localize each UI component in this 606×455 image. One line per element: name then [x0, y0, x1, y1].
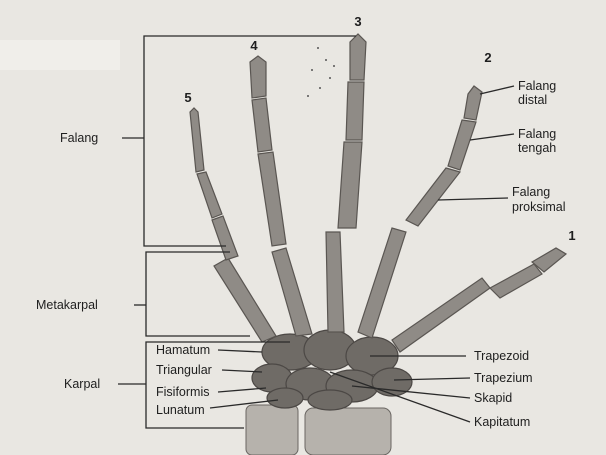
- background-smudge: [0, 40, 120, 70]
- kapitatum-label: Kapitatum: [474, 415, 530, 429]
- trapezium-label: Trapezium: [474, 371, 533, 385]
- trapezoid-label: Trapezoid: [474, 349, 529, 363]
- finger-number-5: 5: [184, 90, 191, 105]
- finger-number-3: 3: [354, 14, 361, 29]
- falang-distal-label-line1: Falang: [518, 79, 556, 93]
- triangular-label: Triangular: [156, 363, 212, 377]
- falang-tengah-label-line1: Falang: [518, 127, 556, 141]
- falang-proksimal-label-line2: proksimal: [512, 200, 566, 214]
- radius-bone: [305, 408, 391, 455]
- finger-number-1: 1: [568, 228, 575, 243]
- skapid-label: Skapid: [474, 391, 512, 405]
- ulna-bone: [246, 405, 298, 455]
- lunatum-label: Lunatum: [156, 403, 205, 417]
- falang-tengah-label-line2: tengah: [518, 141, 556, 155]
- karpal-group-label: Karpal: [64, 377, 100, 391]
- falang-distal-label-line2: distal: [518, 93, 547, 107]
- falang-group-label: Falang: [60, 131, 98, 145]
- falang-proksimal-label-line1: Falang: [512, 185, 550, 199]
- finger-number-2: 2: [484, 50, 491, 65]
- fisiformis-label: Fisiformis: [156, 385, 209, 399]
- metakarpal-group-label: Metakarpal: [36, 298, 98, 312]
- finger-number-4: 4: [250, 38, 258, 53]
- hamatum-label: Hamatum: [156, 343, 210, 357]
